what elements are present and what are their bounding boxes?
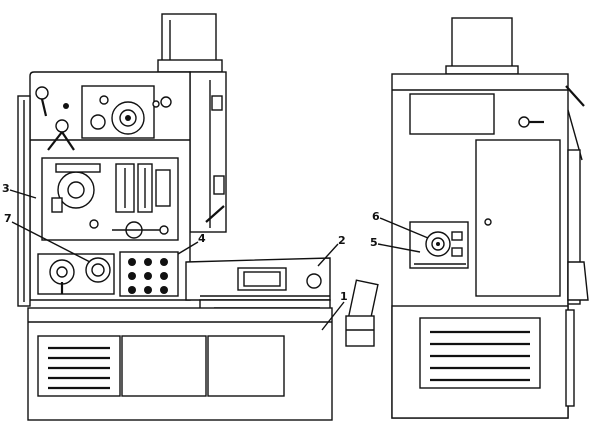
leader-4 (177, 241, 199, 255)
leader-1 (321, 301, 345, 331)
front-side-strip (17, 95, 31, 307)
callout-3: 3 (2, 182, 10, 195)
top-lever-left (35, 86, 69, 117)
callout-4: 4 (198, 232, 206, 245)
front-motor-tower (157, 13, 223, 73)
callout-2: 2 (338, 234, 346, 247)
front-view (9, 13, 379, 421)
leader-2 (317, 243, 339, 267)
eyepiece (345, 279, 379, 347)
callout-5: 5 (370, 236, 378, 249)
front-base (27, 307, 333, 421)
side-view (377, 17, 589, 419)
leader-5 (377, 243, 421, 253)
lever-handle (47, 119, 75, 151)
side-base (391, 305, 575, 419)
lower-dials (37, 253, 115, 295)
callout-6: 6 (372, 210, 380, 223)
front-column (189, 71, 227, 233)
callout-1: 1 (340, 290, 348, 303)
upper-control-box (81, 85, 172, 139)
callout-7: 7 (4, 212, 12, 225)
side-motor-tower (445, 17, 519, 75)
button-panel (119, 251, 179, 297)
leader-3 (9, 189, 37, 199)
leader-6 (379, 217, 429, 239)
middle-mechanism-panel (41, 157, 179, 241)
leader-7 (11, 221, 91, 263)
side-control-panel (409, 221, 469, 269)
